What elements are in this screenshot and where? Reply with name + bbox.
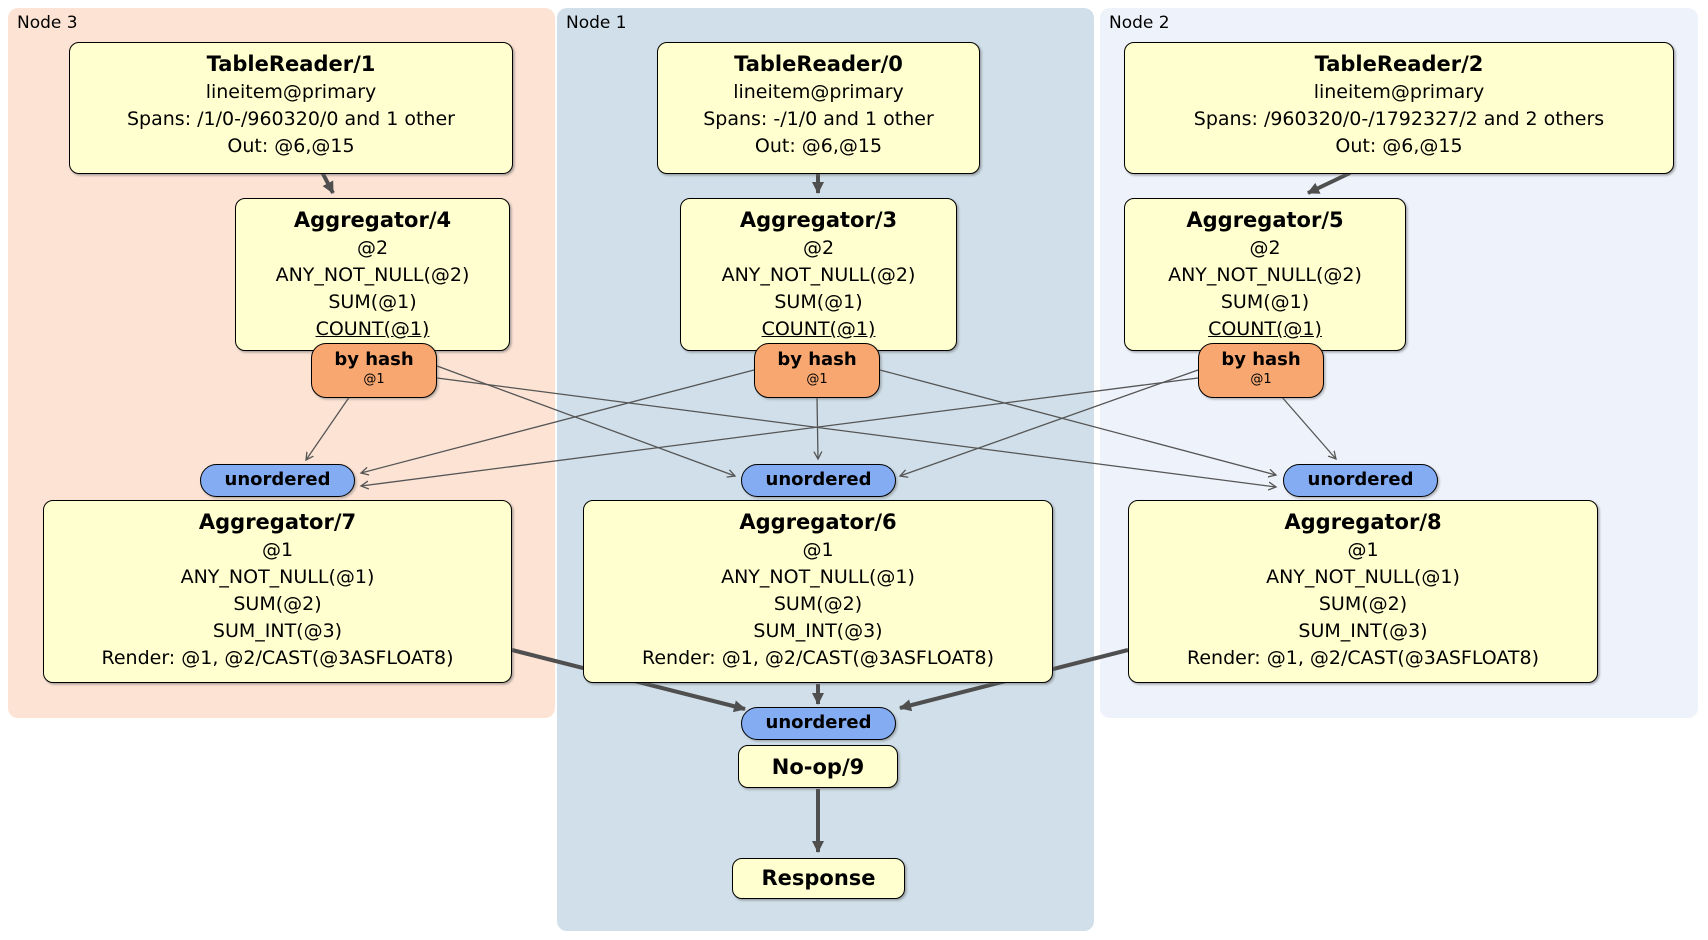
processor-title: Response xyxy=(761,866,876,890)
processor-detail: ANY_NOT_NULL(@2) xyxy=(1168,264,1362,286)
processor-detail: ANY_NOT_NULL(@2) xyxy=(721,264,916,286)
router-columns: @1 xyxy=(1250,372,1272,387)
processor-title: TableReader/0 xyxy=(734,52,903,76)
processor-detail: Spans: -/1/0 and 1 other xyxy=(703,108,934,130)
processor-detail: SUM(@1) xyxy=(328,291,417,313)
processor-detail: Out: @6,@15 xyxy=(754,135,883,157)
router-by-hash-3: by hash @1 xyxy=(754,343,880,398)
router-label: by hash xyxy=(334,349,414,370)
processor-title: TableReader/1 xyxy=(206,52,376,76)
processor-detail: SUM(@1) xyxy=(1220,291,1310,313)
edge-router4-to-sync-left xyxy=(306,395,351,460)
processor-aggregator-8: Aggregator/8 @1 ANY_NOT_NULL(@1) SUM(@2)… xyxy=(1128,500,1598,683)
processor-aggregator-4: Aggregator/4 @2 ANY_NOT_NULL(@2) SUM(@1)… xyxy=(235,198,510,351)
sync-unordered-center: unordered xyxy=(741,464,896,497)
router-columns: @1 xyxy=(806,372,828,387)
processor-title: Aggregator/5 xyxy=(1186,208,1344,232)
processor-detail: lineitem@primary xyxy=(205,81,377,103)
processor-tablereader-1: TableReader/1 lineitem@primary Spans: /1… xyxy=(69,42,513,174)
sync-unordered-final: unordered xyxy=(741,707,896,740)
processor-detail: SUM(@2) xyxy=(233,593,322,615)
sync-unordered-left: unordered xyxy=(200,464,355,497)
edge-router4-to-sync-right xyxy=(436,377,1276,487)
processor-detail: Out: @6,@15 xyxy=(1335,135,1463,157)
edge-router5-to-sync-center xyxy=(900,369,1199,476)
processor-detail: SUM_INT(@3) xyxy=(753,620,883,642)
response-box: Response xyxy=(732,858,905,899)
processor-title: Aggregator/3 xyxy=(739,208,898,232)
edge-router3-to-sync-left xyxy=(361,369,755,473)
processor-title: Aggregator/7 xyxy=(198,510,357,534)
processor-title: Aggregator/4 xyxy=(293,208,452,232)
processor-detail: lineitem@primary xyxy=(733,81,904,103)
processor-detail: COUNT(@1) xyxy=(1208,318,1322,340)
processor-detail: @2 xyxy=(1249,237,1281,259)
processor-detail: SUM(@2) xyxy=(1318,593,1408,615)
processor-detail: Render: @1, @2/CAST(@3ASFLOAT8) xyxy=(1187,647,1539,669)
processor-aggregator-7: Aggregator/7 @1 ANY_NOT_NULL(@1) SUM(@2)… xyxy=(43,500,512,683)
region-label-node-3: Node 3 xyxy=(17,13,78,33)
processor-noop-9: No-op/9 xyxy=(738,745,898,788)
router-label: by hash xyxy=(1221,349,1301,370)
processor-detail: ANY_NOT_NULL(@1) xyxy=(721,566,915,588)
edge-router4-to-sync-center xyxy=(436,365,735,476)
processor-detail: Render: @1, @2/CAST(@3ASFLOAT8) xyxy=(642,647,994,669)
processor-title: No-op/9 xyxy=(771,755,865,779)
processor-detail: @1 xyxy=(1347,539,1379,561)
processor-detail: ANY_NOT_NULL(@1) xyxy=(1266,566,1460,588)
edge-router5-to-sync-right xyxy=(1280,395,1336,459)
processor-detail: Render: @1, @2/CAST(@3ASFLOAT8) xyxy=(101,647,454,669)
processor-detail: ANY_NOT_NULL(@1) xyxy=(180,566,375,588)
processor-detail: @2 xyxy=(802,237,835,259)
processor-detail: Out: @6,@15 xyxy=(227,135,355,157)
processor-detail: @2 xyxy=(356,237,389,259)
processor-detail: COUNT(@1) xyxy=(315,318,430,340)
router-by-hash-4: by hash @1 xyxy=(311,343,437,398)
processor-detail: lineitem@primary xyxy=(1313,81,1485,103)
processor-title: TableReader/2 xyxy=(1314,52,1484,76)
processor-detail: Spans: /960320/0-/1792327/2 and 2 others xyxy=(1193,108,1605,130)
router-label: by hash xyxy=(777,349,857,370)
processor-detail: Spans: /1/0-/960320/0 and 1 other xyxy=(127,108,455,130)
processor-title: Aggregator/8 xyxy=(1284,510,1442,534)
processor-detail: ANY_NOT_NULL(@2) xyxy=(275,264,470,286)
router-by-hash-5: by hash @1 xyxy=(1198,343,1324,398)
sync-unordered-right: unordered xyxy=(1283,464,1438,497)
processor-detail: SUM_INT(@3) xyxy=(1298,620,1428,642)
processor-title: Aggregator/6 xyxy=(739,510,897,534)
region-label-node-1: Node 1 xyxy=(566,13,627,33)
processor-aggregator-6: Aggregator/6 @1 ANY_NOT_NULL(@1) SUM(@2)… xyxy=(583,500,1053,683)
processor-detail: @1 xyxy=(261,539,294,561)
processor-tablereader-2: TableReader/2 lineitem@primary Spans: /9… xyxy=(1124,42,1674,174)
edge-router3-to-sync-right xyxy=(879,369,1276,475)
processor-tablereader-0: TableReader/0 lineitem@primary Spans: -/… xyxy=(657,42,980,174)
processor-aggregator-3: Aggregator/3 @2 ANY_NOT_NULL(@2) SUM(@1)… xyxy=(680,198,957,351)
edge-tr2-to-agg5 xyxy=(1307,171,1351,195)
edge-tr1-to-agg4 xyxy=(320,171,335,194)
router-columns: @1 xyxy=(363,372,385,387)
processor-detail: SUM_INT(@3) xyxy=(212,620,343,642)
processor-aggregator-5: Aggregator/5 @2 ANY_NOT_NULL(@2) SUM(@1)… xyxy=(1124,198,1406,351)
processor-detail: @1 xyxy=(802,539,834,561)
edge-router3-to-sync-center xyxy=(817,396,818,459)
processor-detail: SUM(@1) xyxy=(774,291,863,313)
edge-router5-to-sync-left xyxy=(361,377,1199,486)
processor-detail: SUM(@2) xyxy=(773,593,863,615)
processor-detail: COUNT(@1) xyxy=(761,318,876,340)
region-label-node-2: Node 2 xyxy=(1109,13,1170,33)
